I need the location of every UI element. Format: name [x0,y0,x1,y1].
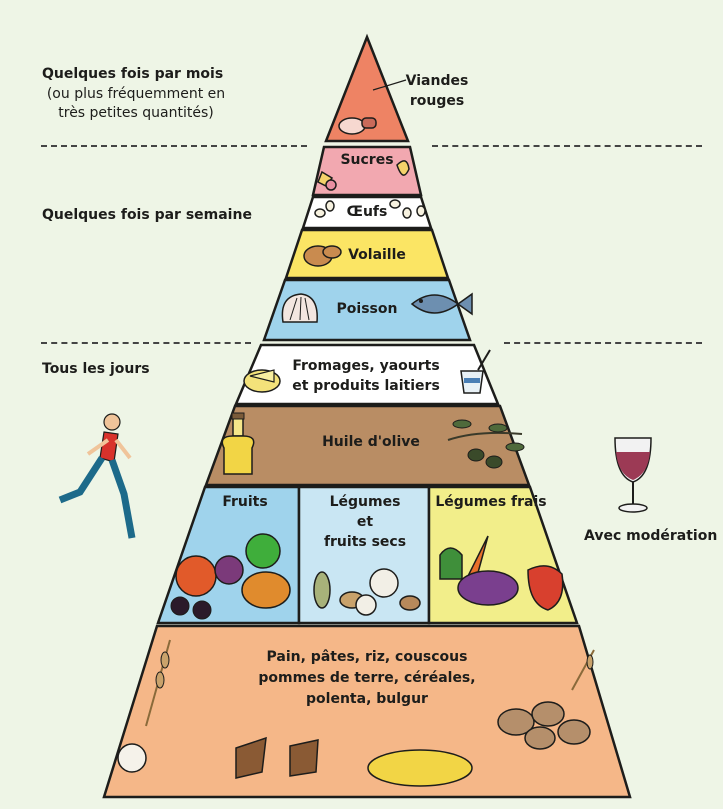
fresh-veg-label: Légumes frais [435,494,547,510]
grains-label-line-3: polenta, bulgur [306,691,428,707]
poultry-illustration [303,245,342,267]
red-meat-label-line-2: rouges [409,93,465,109]
separator-weekly-right [504,342,702,344]
separator-weekly-left [41,342,251,344]
fish-label: Poisson [336,301,398,317]
bread-illustration [367,749,473,787]
legumes-label-line-3: fruits secs [323,534,407,550]
tier-olive-oil [204,404,531,487]
red-meat-illustration [338,79,407,135]
monthly-label: Quelques fois par mois [42,66,224,82]
tier-red-meat [324,33,410,143]
tier-sugars [311,145,423,197]
poultry-label: Volaille [348,247,406,263]
eggs-label: Œufs [346,204,388,220]
legumes-illustration [313,568,421,616]
runner-illustration [58,413,136,539]
olive-oil-label: Huile d'olive [322,434,420,450]
monthly-note-2: très petites quantités) [58,105,214,121]
olive-branch-illustration [447,419,525,469]
monthly-note-1: (ou plus fréquemment en [46,86,226,102]
shell-illustration [281,293,318,323]
daily-label: Tous les jours [42,361,150,377]
red-meat-label-line-1: Viandes [405,73,469,89]
dairy-label-line-1: Fromages, yaourts [292,358,440,374]
fish-illustration [410,292,473,316]
pasta-illustration [235,736,319,779]
wheat-illustration [145,639,595,727]
sugars-label: Sucres [340,152,394,168]
cheese-illustration [243,369,281,393]
yogurt-illustration [460,349,491,394]
potatoes-illustration [497,701,591,750]
fruits-illustration [170,533,291,620]
legumes-label-line-1: Légumes [329,494,401,510]
tier-fish [262,278,472,342]
moderation-label: Avec modération [584,528,718,544]
grains-label-line-1: Pain, pâtes, riz, couscous [266,649,468,665]
separator-monthly-right [432,145,702,147]
couscous-illustration [117,743,147,773]
olive-oil-bottle-illustration [221,412,255,475]
fruits-label: Fruits [222,494,268,510]
wine-glass-illustration [614,437,652,513]
eggs-illustration [314,199,426,219]
dairy-label-line-2: et produits laitiers [292,378,440,394]
vegetables-illustration [439,535,564,611]
legumes-label-line-2: et [356,514,374,530]
candy-illustration [317,160,410,191]
grains-label-line-2: pommes de terre, céréales, [258,670,476,686]
weekly-label: Quelques fois par semaine [42,207,252,223]
separator-monthly-left [41,145,307,147]
tier-poultry [284,228,450,280]
